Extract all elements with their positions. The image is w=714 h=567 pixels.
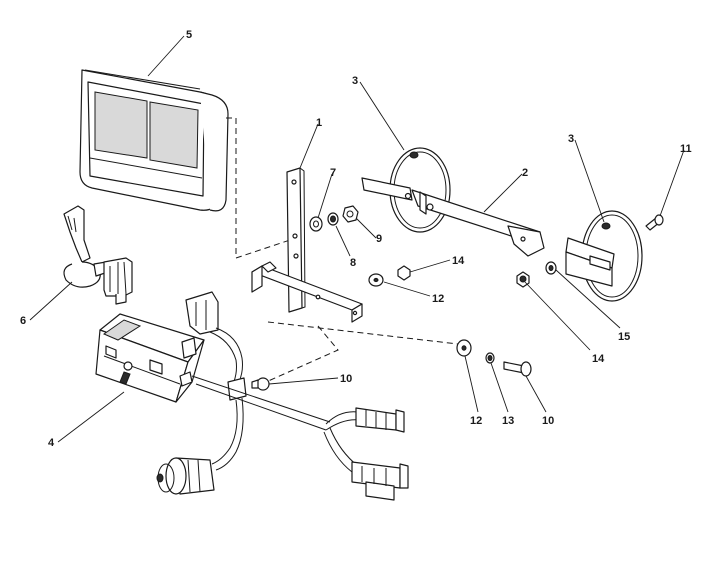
- control-box-alignment-line: [265, 325, 339, 383]
- callout-10-right: 10: [542, 415, 554, 427]
- callout-5: 5: [186, 29, 192, 41]
- harness-plug-lower: [351, 461, 409, 501]
- callout-10-left: 10: [340, 373, 352, 385]
- callout-3-left: 3: [352, 75, 358, 87]
- callout-15: 15: [618, 331, 630, 343]
- harness-plug-upper: [355, 407, 405, 433]
- callout-1: 1: [316, 117, 322, 129]
- bolt-assembly-lower: [456, 339, 532, 377]
- arm-assembly: [361, 147, 545, 257]
- hardware-7-8-9: [309, 205, 359, 232]
- mounting-bracket: [251, 167, 363, 323]
- callout-13: 13: [502, 415, 514, 427]
- callout-8: 8: [350, 257, 356, 269]
- harness-connector: [63, 205, 133, 305]
- callout-3-right: 3: [568, 133, 574, 145]
- display-monitor: [79, 69, 229, 212]
- callout-9: 9: [376, 233, 382, 245]
- leader-lines: [29, 35, 685, 443]
- callout-14-right: 14: [592, 353, 605, 365]
- nut-and-washer-right: [516, 261, 557, 288]
- callout-4: 4: [48, 437, 55, 449]
- nut-and-washer-upper: [368, 265, 411, 287]
- callout-6: 6: [20, 315, 26, 327]
- callout-11: 11: [680, 143, 692, 155]
- callout-12-upper: 12: [432, 293, 444, 305]
- callout-7: 7: [330, 167, 336, 179]
- callout-12-lower: 12: [470, 415, 482, 427]
- screw-11: [645, 214, 664, 231]
- monitor-alignment-line: [226, 117, 297, 259]
- callout-2: 2: [522, 167, 528, 179]
- callout-14-upper: 14: [452, 255, 465, 267]
- bolt-10-left: [251, 377, 270, 391]
- cable-harness: [191, 327, 361, 473]
- round-connector: [156, 457, 215, 495]
- callout-labels: 5 1 3 3 2 11 7 8 9 14 12 14 15 6 10 4 12…: [20, 29, 692, 449]
- disc-clamp-right: [565, 210, 643, 302]
- bolt-alignment-line: [267, 321, 459, 345]
- control-box: [95, 291, 219, 403]
